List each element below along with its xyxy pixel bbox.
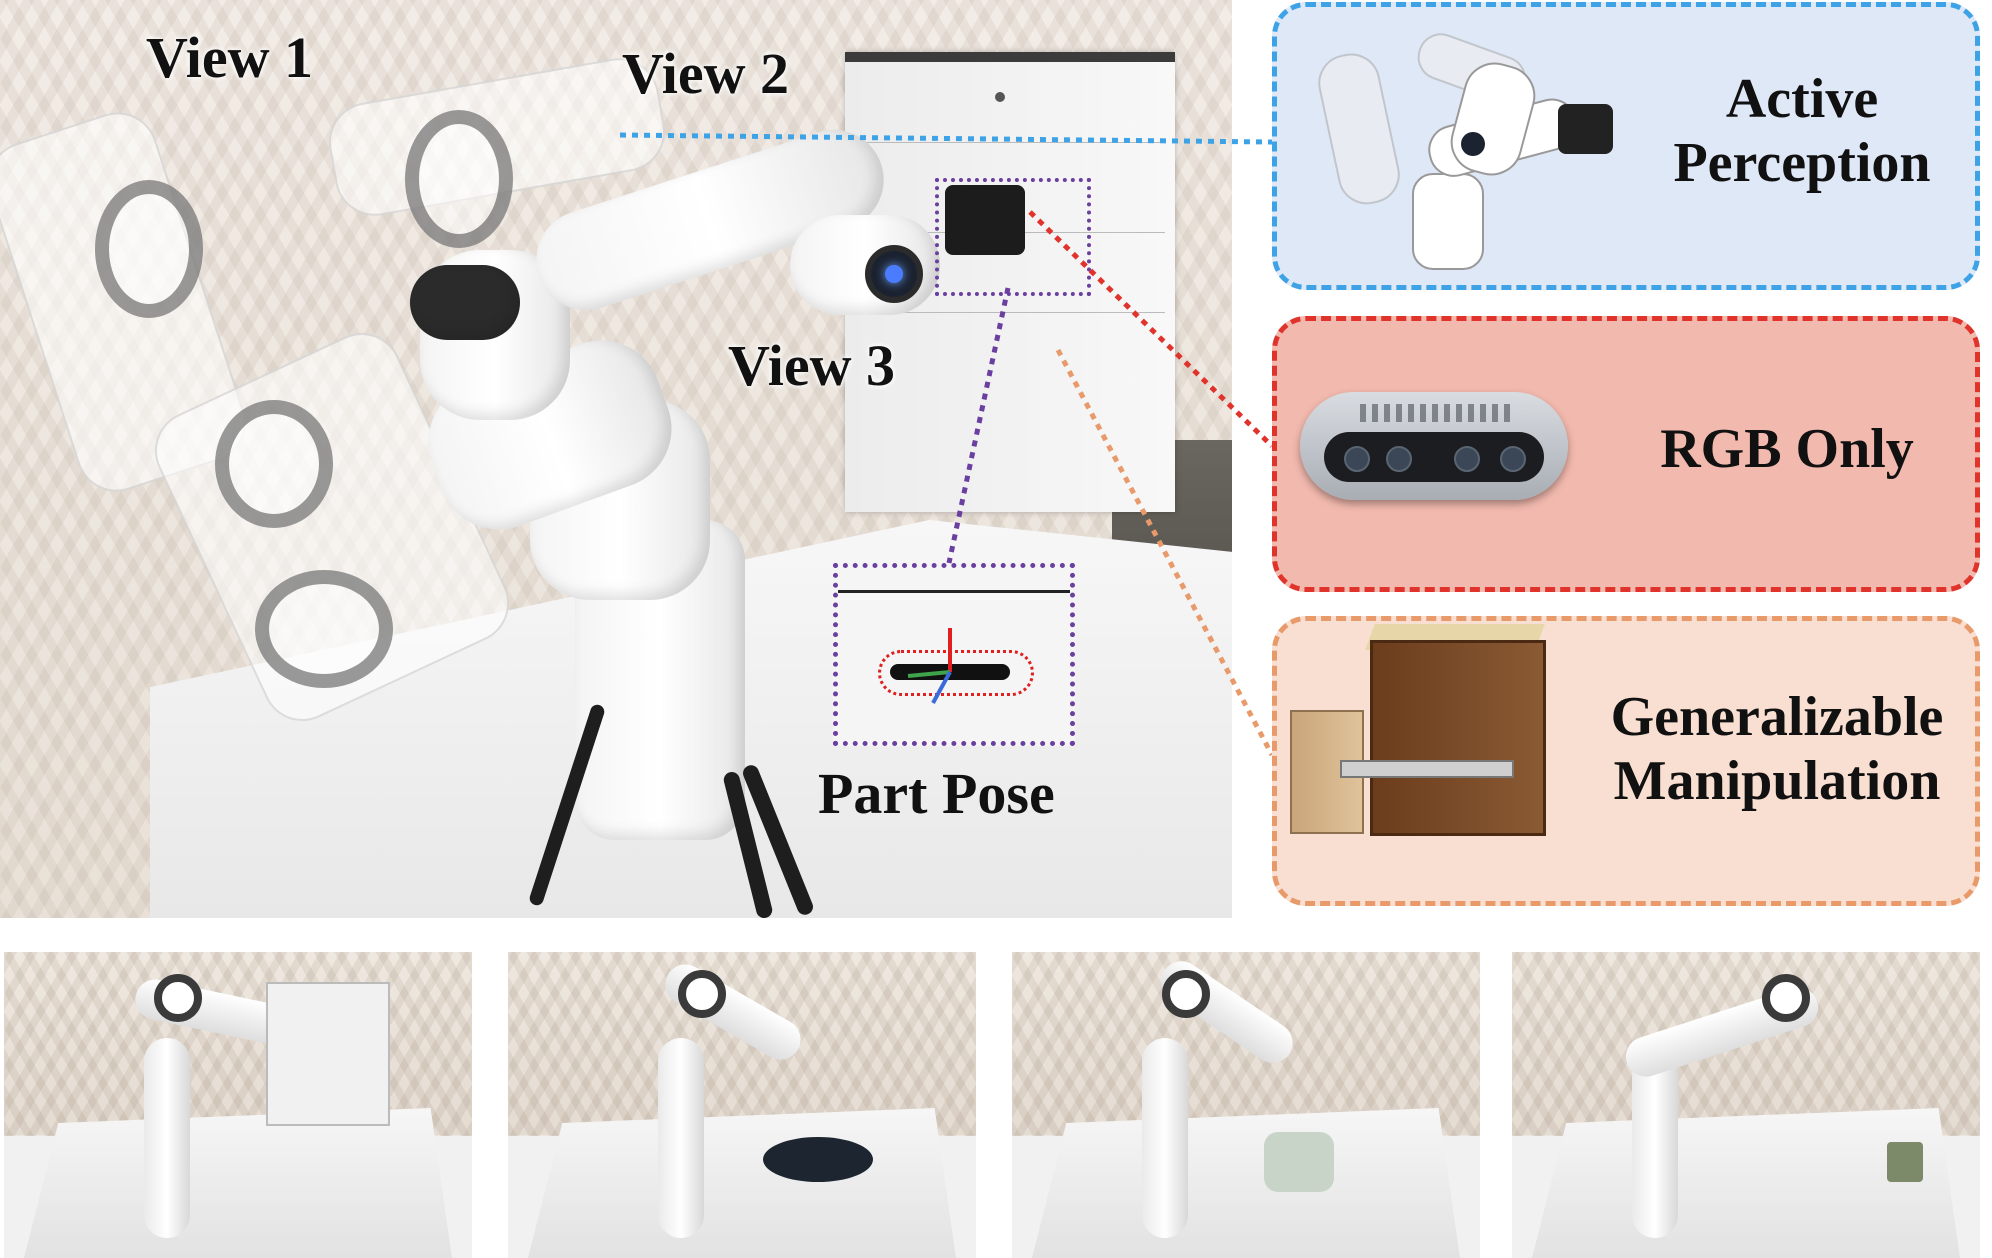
view-3-label: View 3 [728,333,895,398]
robot-joint [1762,974,1810,1022]
thumbnail-pot-task [1012,952,1480,1258]
generalizable-manipulation-label: Generalizable Manipulation [1610,686,1944,813]
robot-joint [678,970,726,1018]
connector-lines [619,132,1275,757]
robot-shoulder [410,265,520,340]
frying-pan [763,1137,873,1182]
drawer-cabinet [266,982,390,1126]
pose-bounding-box [878,650,1034,696]
target-grip-box [935,178,1091,296]
thumbnail-pan-task [508,952,976,1258]
part-pose-label: Part Pose [818,761,1055,826]
ghost-joint [215,400,333,528]
pot-with-lid [1264,1132,1334,1192]
active-perception-label: Active Perception [1673,68,1931,195]
main-scene-photo: View 1 View 2 View 3 Part Pose [0,0,1232,918]
multi-pose-arm-icon [1318,33,1613,270]
robot-joint [1162,970,1210,1018]
view-2-label: View 2 [622,41,789,106]
part-pose-inset [833,563,1075,746]
mug [1887,1142,1923,1182]
rgb-camera-icon [1300,392,1568,500]
wrist-camera-icon [865,245,923,303]
view-1-label: View 1 [146,25,313,90]
thumbnail-mug-task [1512,952,1980,1258]
thumbnail-drawer-task [4,952,472,1258]
rgb-only-label: RGB Only [1660,418,1914,480]
robot-joint [154,974,202,1022]
furniture-assets-icon [1290,624,1570,840]
gripper [945,185,1025,255]
pose-axes-icon [907,628,952,704]
